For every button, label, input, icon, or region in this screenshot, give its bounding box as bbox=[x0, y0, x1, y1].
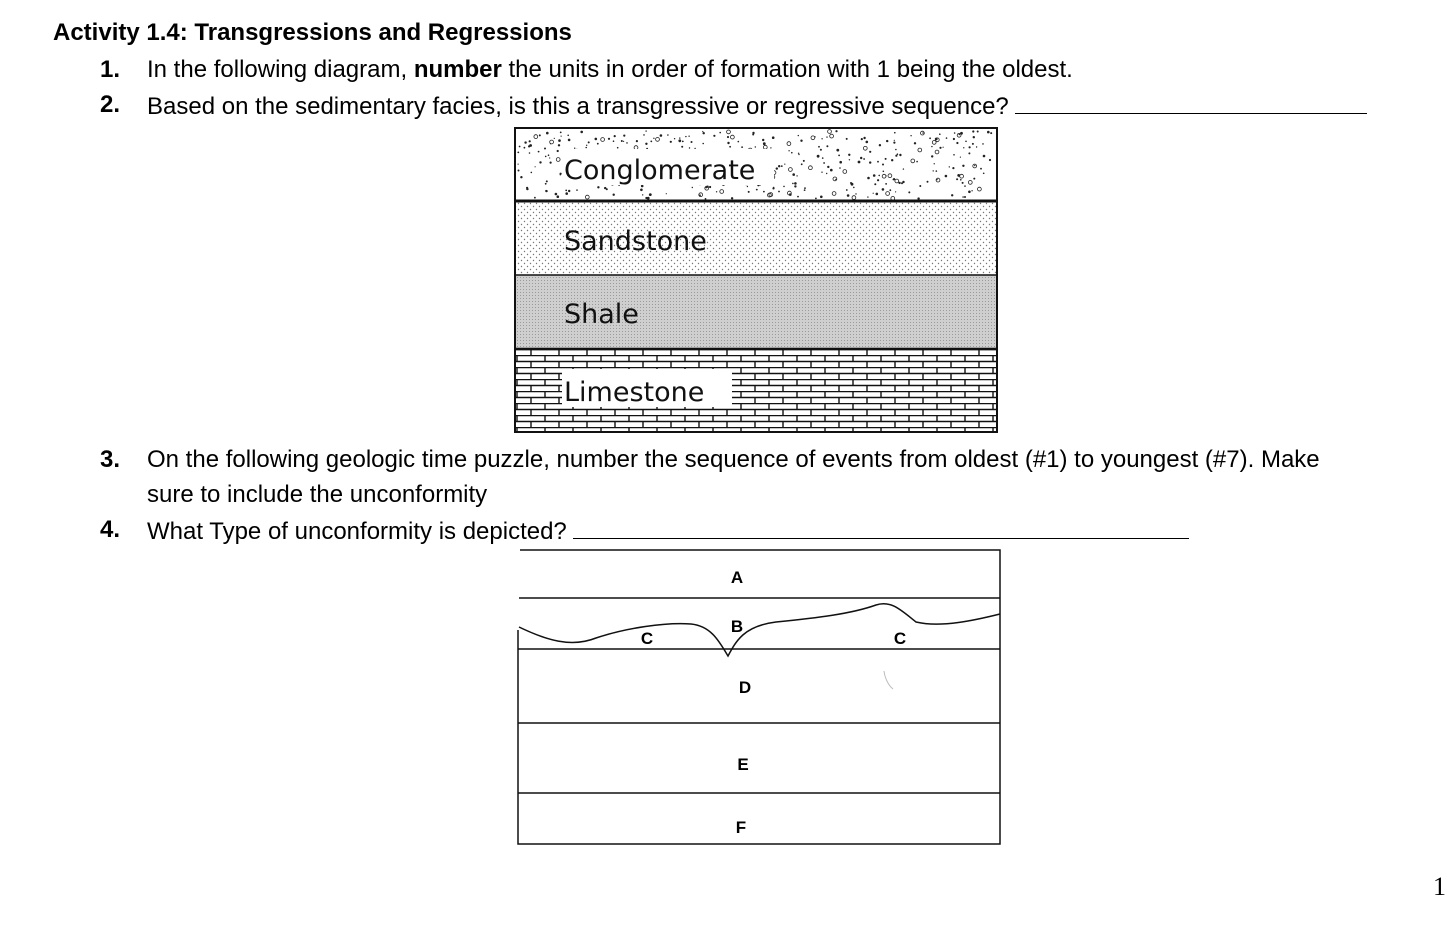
activity-title: Activity 1.4: Transgressions and Regress… bbox=[53, 19, 572, 46]
unconformity-line bbox=[518, 603, 1001, 658]
shale-label: Shale bbox=[564, 299, 639, 330]
geologic-time-puzzle: A B C C D E F bbox=[517, 549, 1001, 845]
box-outline bbox=[517, 549, 1001, 845]
answer-blank[interactable] bbox=[573, 516, 1190, 539]
label-b: B bbox=[731, 617, 743, 636]
label-c-right: C bbox=[894, 629, 906, 648]
label-a: A bbox=[731, 568, 743, 587]
question-text: In the following diagram, number the uni… bbox=[147, 56, 1073, 84]
sedimentary-facies-diagram: Conglomerate Sandstone Shale Limestone bbox=[514, 127, 998, 433]
question-number: 3. bbox=[100, 446, 121, 473]
question-text-part: What Type of unconformity is depicted? bbox=[147, 518, 567, 545]
question-number: 2. bbox=[100, 91, 121, 118]
question-text-part: Based on the sedimentary facies, is this… bbox=[147, 93, 1009, 120]
label-c-left: C bbox=[641, 629, 653, 648]
sandstone-label: Sandstone bbox=[564, 226, 707, 257]
question-text: On the following geologic time puzzle, n… bbox=[147, 446, 1320, 473]
label-d: D bbox=[739, 678, 751, 697]
question-text: What Type of unconformity is depicted? bbox=[147, 516, 1190, 546]
conglomerate-label: Conglomerate bbox=[564, 155, 755, 186]
question-text: Based on the sedimentary facies, is this… bbox=[147, 91, 1368, 121]
shale-layer bbox=[516, 275, 996, 349]
question-text-bold: number bbox=[413, 56, 502, 83]
label-e: E bbox=[737, 755, 748, 774]
sandstone-layer bbox=[516, 201, 996, 275]
page-number: 1 bbox=[1433, 872, 1446, 901]
question-number: 4. bbox=[100, 516, 121, 543]
limestone-label: Limestone bbox=[564, 377, 704, 408]
answer-blank[interactable] bbox=[1015, 91, 1368, 114]
label-f: F bbox=[736, 818, 746, 837]
question-text-part: In the following diagram, bbox=[147, 56, 414, 83]
question-text-part: the units in order of formation with 1 b… bbox=[501, 56, 1073, 83]
question-number: 1. bbox=[100, 56, 121, 83]
question-3-continued: sure to include the unconformity bbox=[147, 481, 488, 508]
